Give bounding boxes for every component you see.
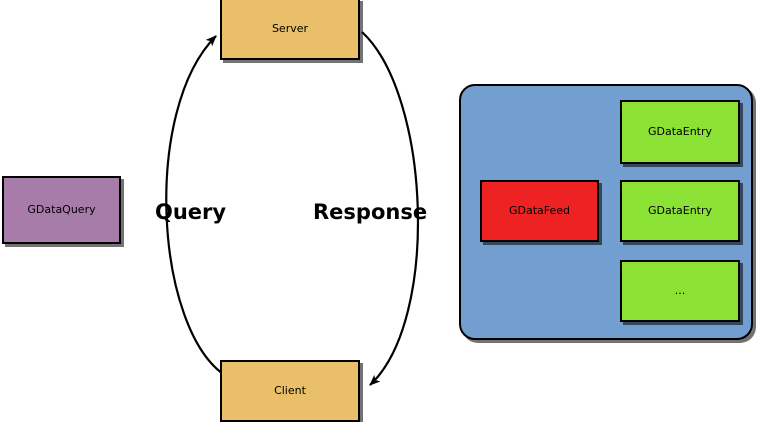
node-client-label: Client bbox=[274, 384, 306, 398]
edge-label-response: Response bbox=[313, 200, 428, 224]
node-gdataquery[interactable]: GDataQuery bbox=[2, 176, 121, 244]
node-gdataentry-2-label: GDataEntry bbox=[647, 204, 713, 218]
node-gdataentry-1[interactable]: GDataEntry bbox=[620, 100, 740, 164]
node-gdataentry-ellipsis-label: ... bbox=[674, 284, 686, 298]
node-gdataentry-2[interactable]: GDataEntry bbox=[620, 180, 740, 242]
node-gdataentry-ellipsis[interactable]: ... bbox=[620, 260, 740, 322]
edge-label-query: Query bbox=[155, 200, 227, 224]
node-gdatafeed-label: GDataFeed bbox=[508, 204, 571, 218]
node-gdataquery-label: GDataQuery bbox=[27, 203, 96, 217]
node-client[interactable]: Client bbox=[220, 360, 360, 422]
node-server-label: Server bbox=[271, 22, 309, 36]
node-server[interactable]: Server bbox=[220, 0, 360, 60]
node-gdataentry-1-label: GDataEntry bbox=[647, 125, 713, 139]
node-gdatafeed[interactable]: GDataFeed bbox=[480, 180, 599, 242]
